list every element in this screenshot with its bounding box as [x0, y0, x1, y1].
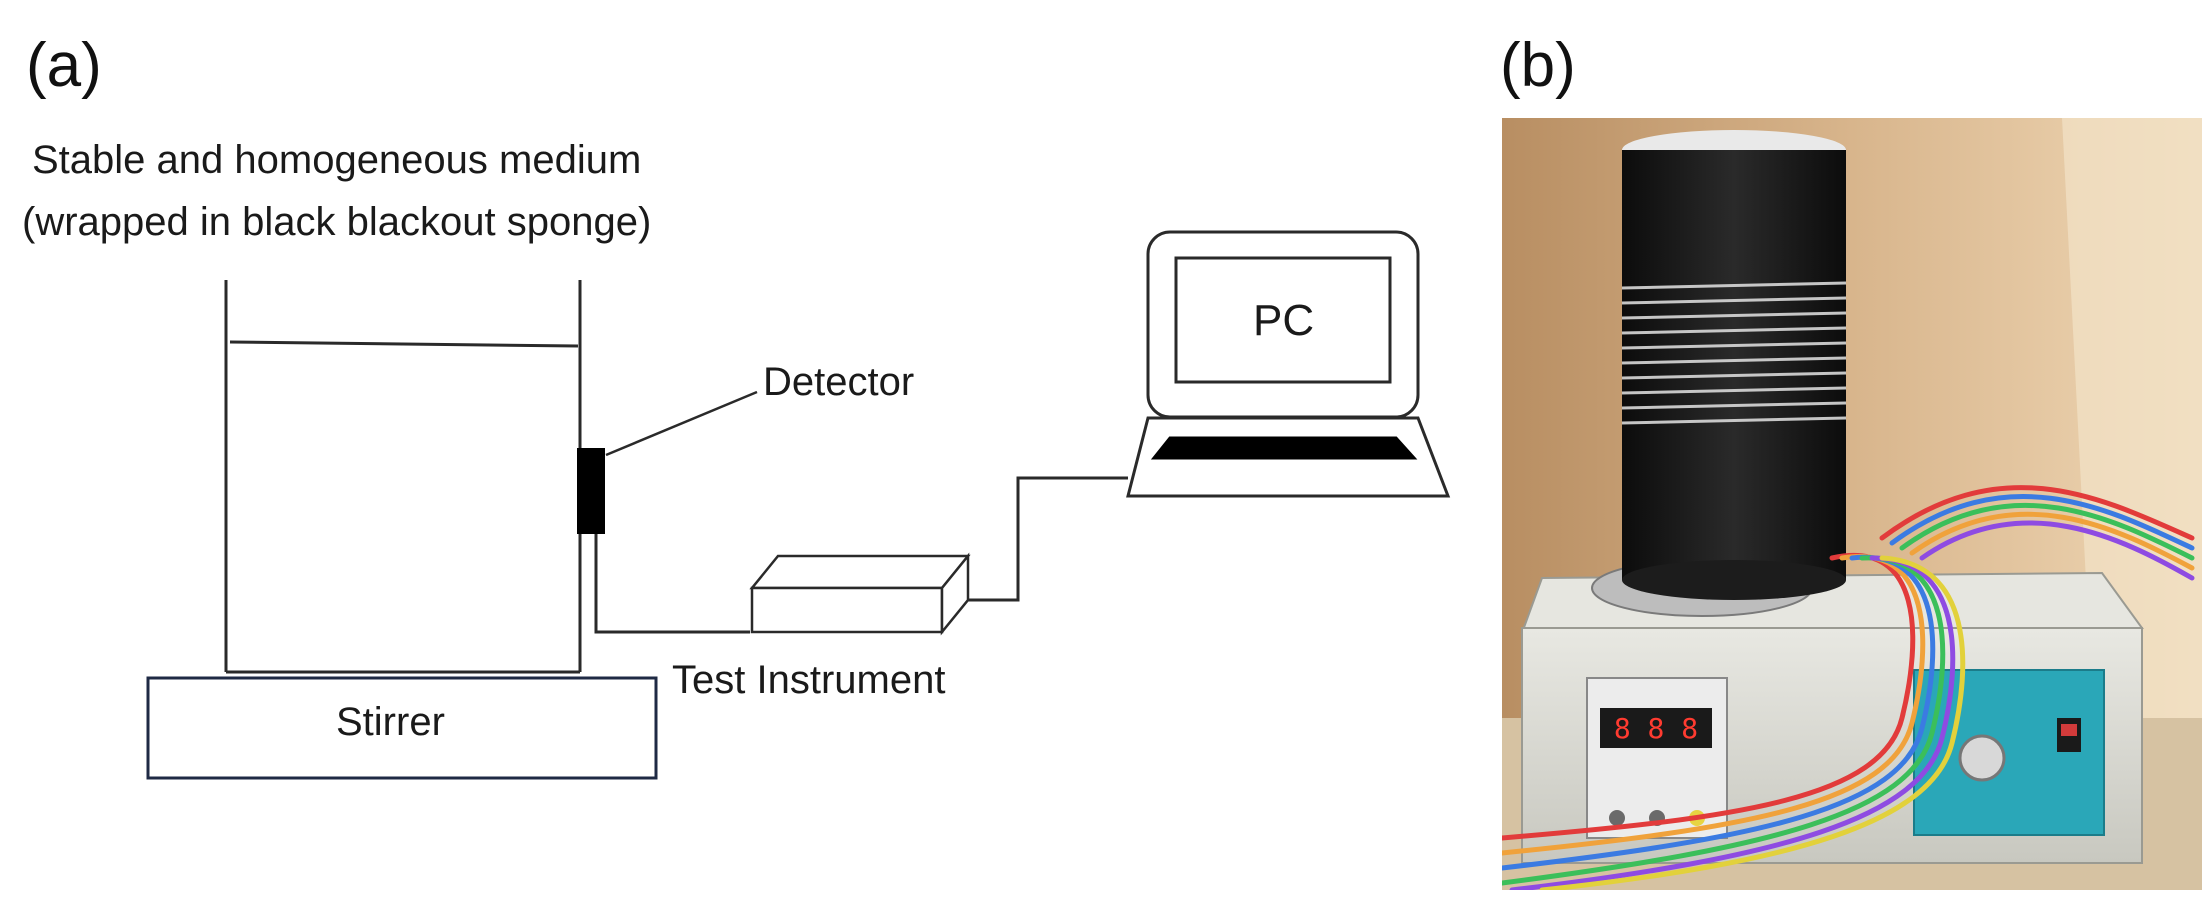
panel-label-b: (b): [1500, 31, 1576, 100]
medium-label-line2: (wrapped in black blackout sponge): [22, 200, 652, 244]
lab-setup-photo: 8 8 8: [1502, 118, 2202, 890]
test-instrument-label: Test Instrument: [672, 658, 946, 702]
pc-cable: [968, 476, 1128, 602]
pc-laptop: [1126, 230, 1451, 498]
detector-label: Detector: [763, 360, 915, 404]
setup-schematic: [146, 230, 1451, 780]
speed-panel: [1913, 669, 2105, 836]
keyboard: [1150, 436, 1418, 460]
test-instrument: [749, 552, 971, 636]
detector-cable: [594, 534, 750, 634]
pc-screen-label: PC: [1253, 296, 1315, 345]
stirrer-label: Stirrer: [336, 700, 445, 744]
wrapped-vessel: [1621, 130, 1847, 600]
detector-leader-line: [605, 390, 758, 457]
panel-label-a: (a): [26, 31, 102, 100]
medium-label-line1: Stable and homogeneous medium: [32, 138, 642, 182]
medium-surface-line: [229, 340, 579, 348]
medium-container: [224, 280, 582, 674]
detector-sensor: [577, 448, 605, 534]
stirrer-base: [146, 676, 658, 780]
detector-cables: [1502, 485, 2195, 890]
svg-text:8 8 8: 8 8 8: [1614, 712, 1698, 745]
